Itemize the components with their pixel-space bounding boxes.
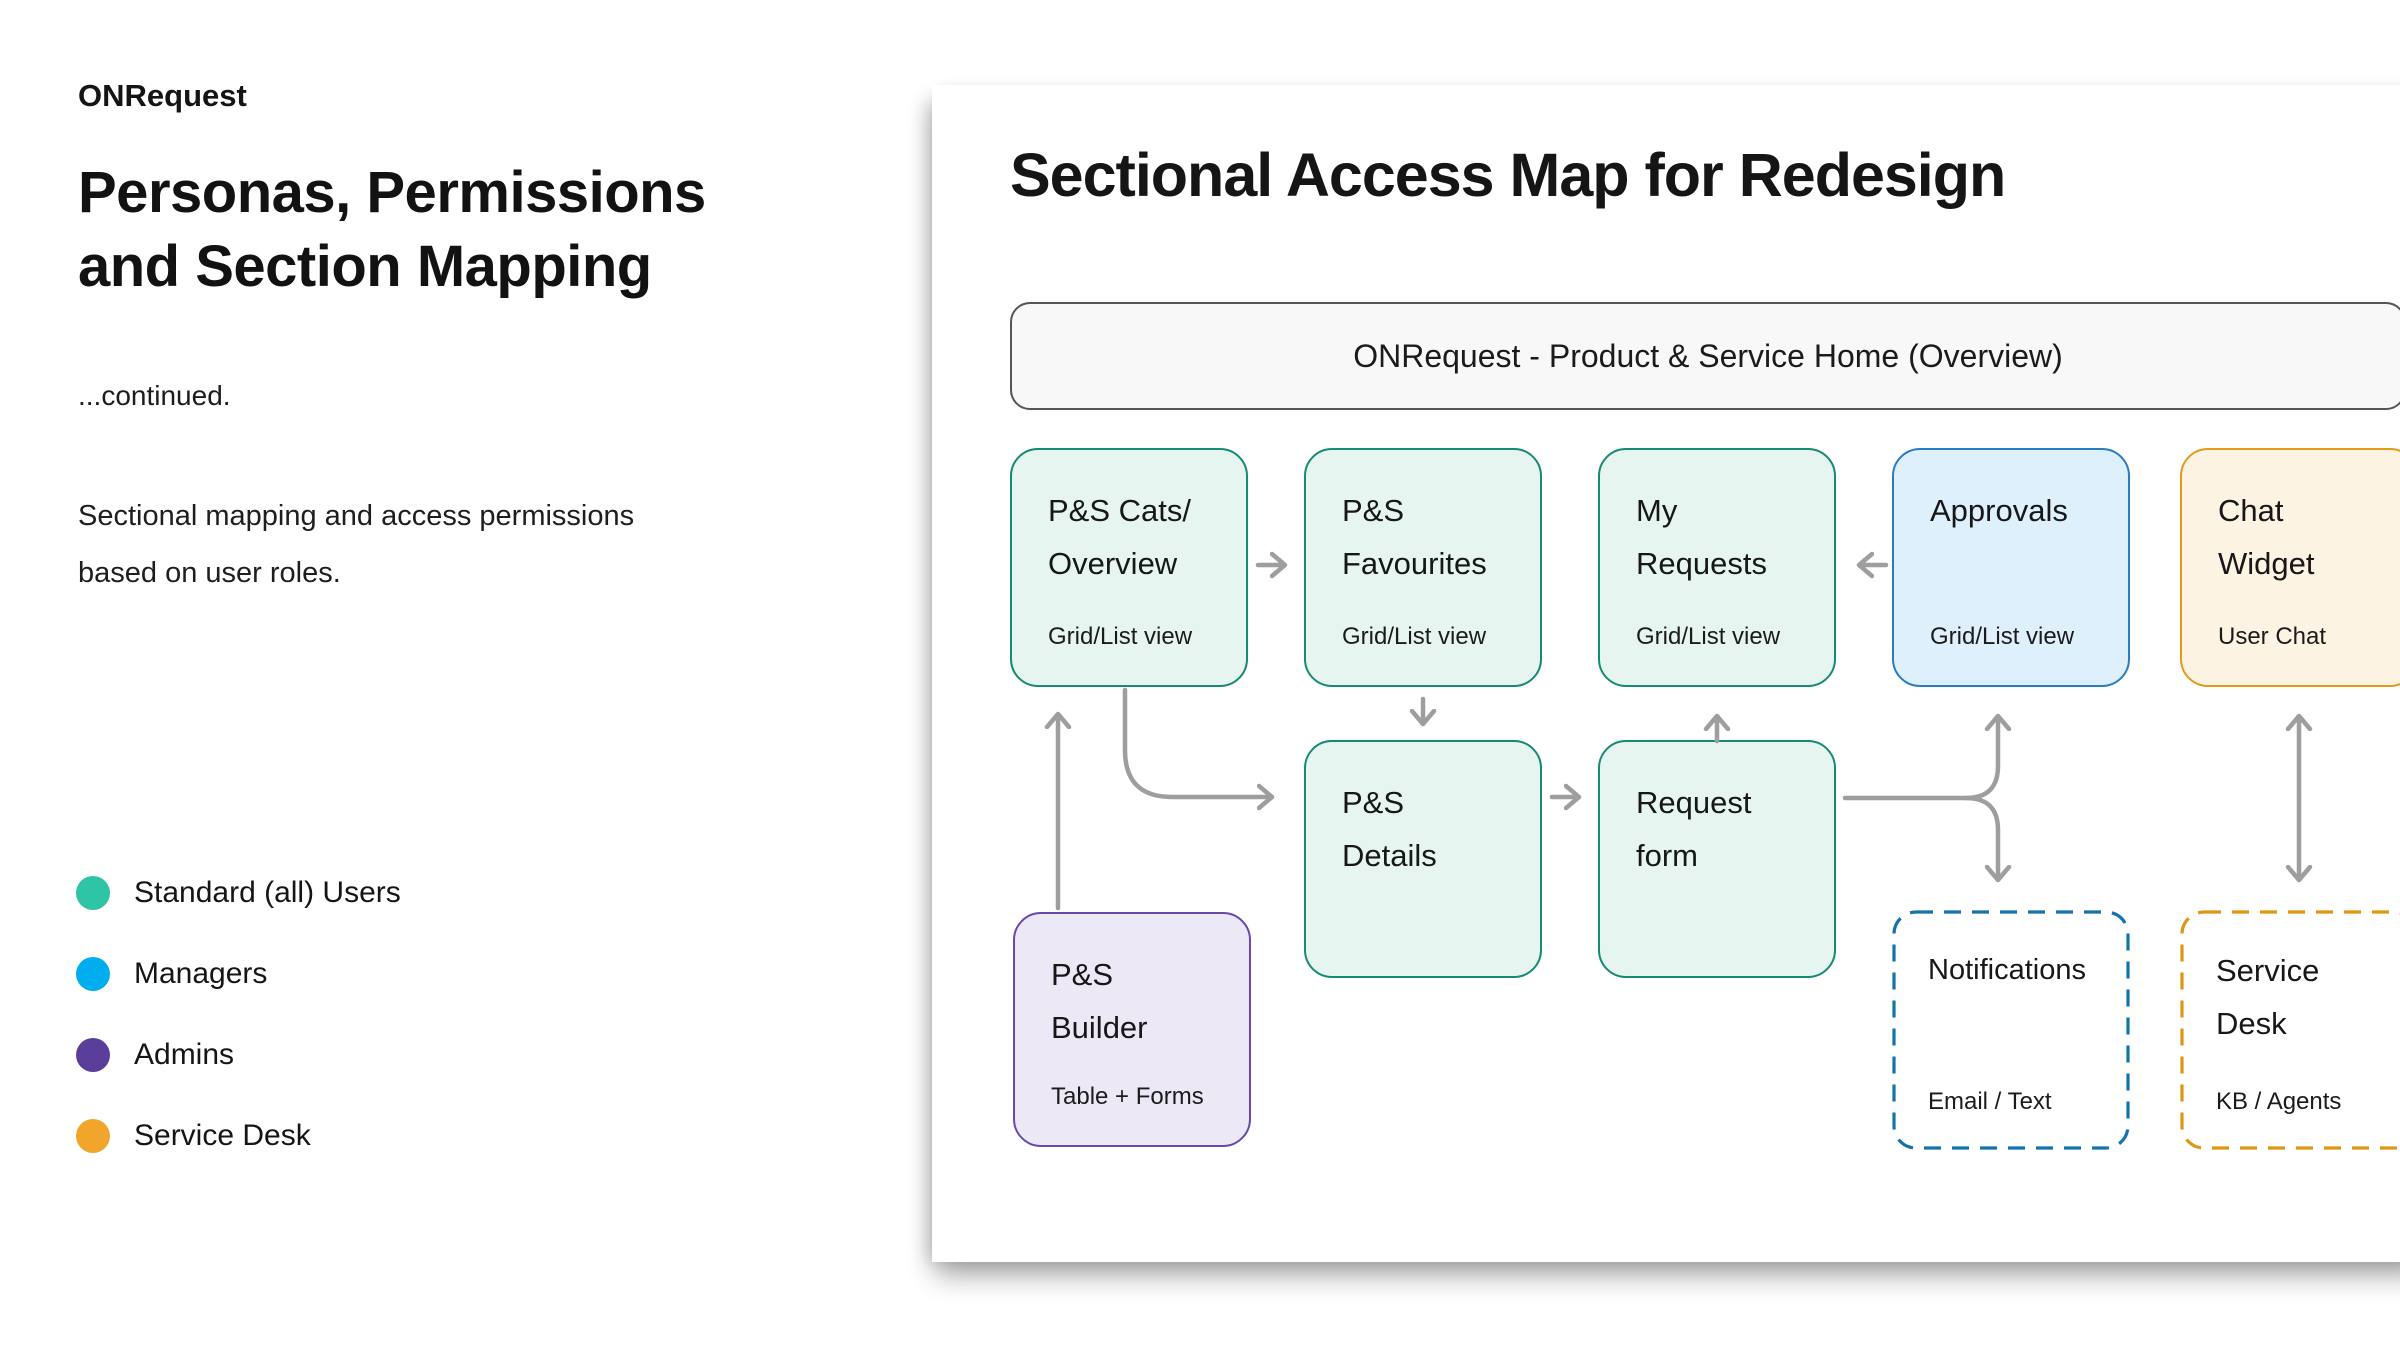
description: Sectional mapping and access permissions… <box>78 500 635 589</box>
service-desk-dot-icon <box>76 1119 110 1153</box>
node-title: P&S Builder <box>1051 957 1148 1045</box>
brand: ONRequest <box>78 78 247 113</box>
node-subtitle: Grid/List view <box>1342 623 1487 650</box>
node-approvals[interactable]: Approvals Grid/List view <box>1892 448 2130 687</box>
node-subtitle: User Chat <box>2218 623 2327 650</box>
node-my-requests[interactable]: My Requests Grid/List view <box>1598 448 1836 687</box>
legend-item-standard-users: Standard (all) Users <box>76 876 401 910</box>
node-ps-details[interactable]: P&S Details <box>1304 740 1542 978</box>
legend-label: Managers <box>134 957 268 990</box>
legend-item-managers: Managers <box>76 957 401 991</box>
node-subtitle: Grid/List view <box>1048 623 1193 650</box>
legend-label: Admins <box>134 1038 235 1071</box>
standard-users-dot-icon <box>76 876 110 910</box>
node-request-form[interactable]: Request form <box>1598 740 1836 978</box>
home-banner-label: ONRequest - Product & Service Home (Over… <box>1353 337 2063 374</box>
node-title: P&S Cats/ Overview <box>1048 493 1191 581</box>
node-title: Approvals <box>1930 493 2068 528</box>
node-notifications[interactable]: Notifications Email / Text <box>1892 910 2130 1150</box>
diagram-card: Sectional Access Map for Redesign ONRequ… <box>932 85 2400 1262</box>
left-panel: ONRequest Personas, Permissions and Sect… <box>76 0 878 1350</box>
node-chat-widget[interactable]: Chat Widget User Chat <box>2180 448 2400 687</box>
admins-dot-icon <box>76 1038 110 1072</box>
node-subtitle: KB / Agents <box>2216 1088 2342 1115</box>
diagram-title: Sectional Access Map for Redesign <box>1010 141 2006 209</box>
node-title: Chat Widget <box>2218 493 2315 581</box>
node-subtitle: Grid/List view <box>1636 623 1781 650</box>
node-title: P&S Details <box>1342 785 1437 873</box>
legend-label: Standard (all) Users <box>134 876 401 909</box>
node-ps-builder[interactable]: P&S Builder Table + Forms <box>1013 912 1251 1147</box>
node-title: Service Desk <box>2216 953 2320 1041</box>
node-subtitle: Grid/List view <box>1930 623 2075 650</box>
managers-dot-icon <box>76 957 110 991</box>
node-title: Request form <box>1636 785 1752 873</box>
legend-item-admins: Admins <box>76 1038 401 1072</box>
node-ps-favourites[interactable]: P&S Favourites Grid/List view <box>1304 448 1542 687</box>
continued-note: ...continued. <box>78 380 231 411</box>
node-title: My Requests <box>1636 493 1767 581</box>
home-banner-node[interactable]: ONRequest - Product & Service Home (Over… <box>1010 302 2400 410</box>
node-subtitle: Email / Text <box>1928 1088 2052 1115</box>
node-subtitle: Table + Forms <box>1051 1083 1204 1110</box>
legend-item-service-desk: Service Desk <box>76 1119 401 1153</box>
legend-label: Service Desk <box>134 1119 311 1152</box>
legend: Standard (all) Users Managers Admins Ser… <box>76 876 401 1200</box>
page-title: Personas, Permissions and Section Mappin… <box>78 160 706 299</box>
node-ps-cats-overview[interactable]: P&S Cats/ Overview Grid/List view <box>1010 448 1248 687</box>
node-service-desk[interactable]: Service Desk KB / Agents <box>2180 910 2400 1150</box>
node-title: Notifications <box>1928 954 2086 986</box>
node-title: P&S Favourites <box>1342 493 1487 581</box>
